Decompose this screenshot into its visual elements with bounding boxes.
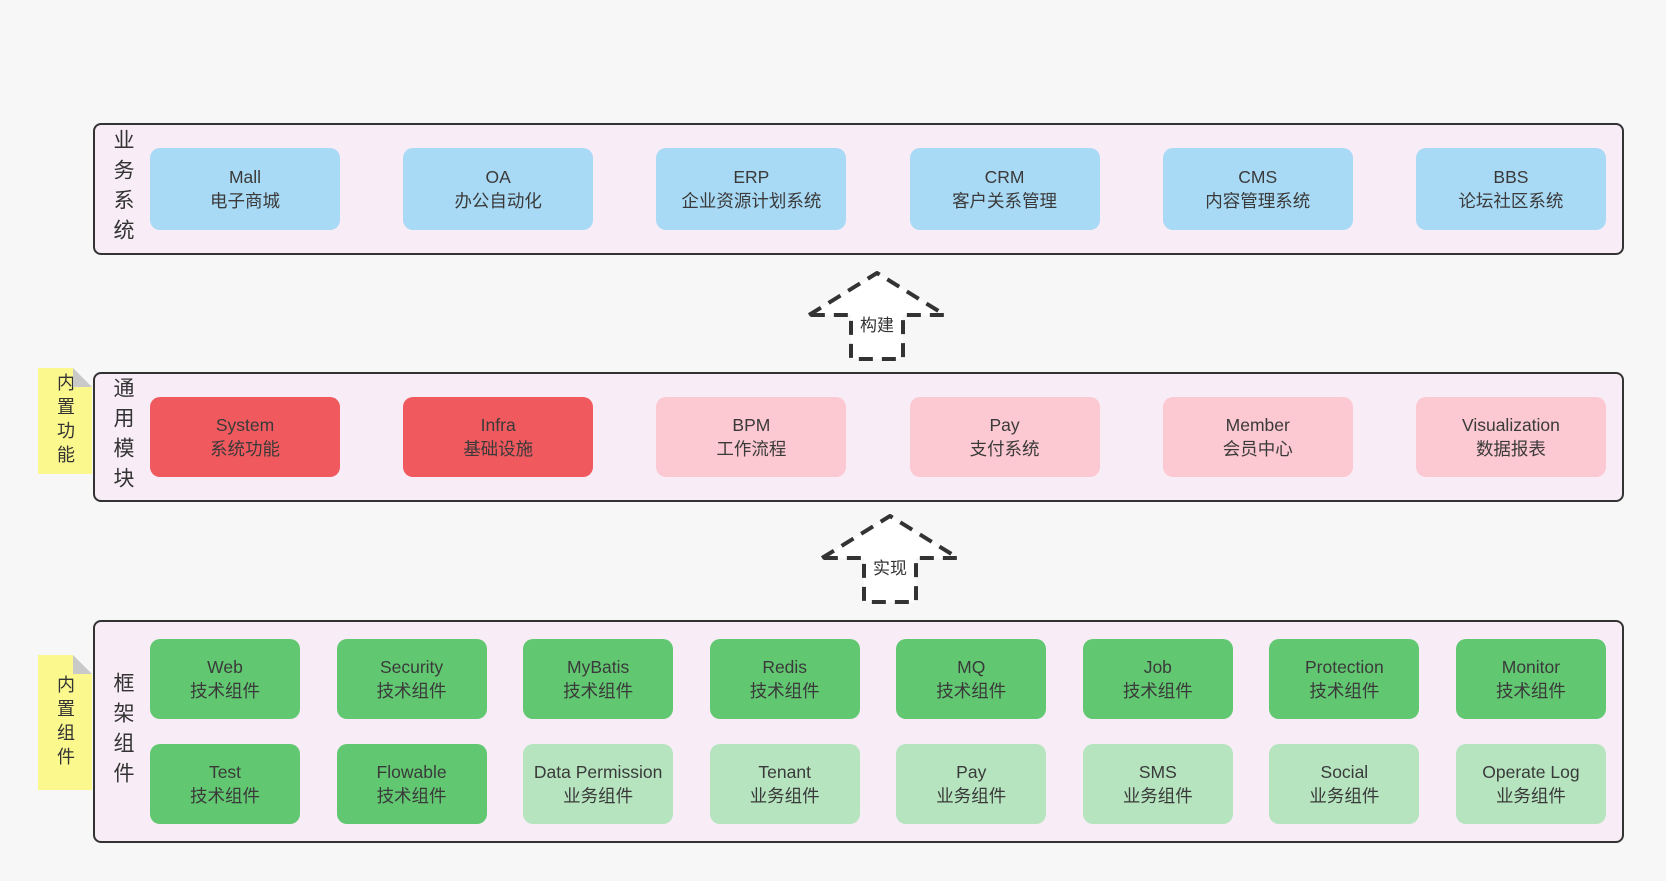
- band-label-column: 业务系统: [95, 125, 150, 253]
- box-redis: Redis 技术组件: [709, 639, 860, 719]
- box-web: Web 技术组件: [150, 639, 300, 719]
- components-row-1: Web 技术组件 Security 技术组件 MyBatis 技术组件 Redi…: [150, 639, 1606, 719]
- box-member: Member 会员中心: [1162, 397, 1353, 477]
- box-bbs: BBS 论坛社区系统: [1415, 148, 1606, 230]
- sticky-note-builtin-components: 内置组件: [38, 655, 92, 790]
- band-title: 框架组件: [111, 671, 134, 792]
- arrow-implement: 实现: [819, 510, 961, 606]
- band-label-column: 框架组件: [95, 622, 150, 841]
- band-business-systems: 业务系统 Mall 电子商城 OA 办公自动化 ERP 企业资源计划系统 CRM…: [93, 123, 1624, 255]
- box-mall: Mall 电子商城: [150, 148, 340, 230]
- band-boxes-row: System 系统功能 Infra 基础设施 BPM 工作流程 Pay 支付系统…: [150, 374, 1622, 500]
- box-test: Test 技术组件: [150, 744, 300, 824]
- box-bpm: BPM 工作流程: [656, 397, 847, 477]
- box-security: Security 技术组件: [336, 639, 487, 719]
- box-pay-module: Pay 支付系统: [909, 397, 1100, 477]
- box-infra: Infra 基础设施: [403, 397, 594, 477]
- band-label-column: 通用模块: [95, 374, 150, 500]
- box-social: Social 业务组件: [1269, 744, 1420, 824]
- band-title: 业务系统: [111, 129, 134, 249]
- arrow-label: 构建: [857, 311, 897, 336]
- box-job: Job 技术组件: [1082, 639, 1233, 719]
- box-operate-log: Operate Log 业务组件: [1455, 744, 1606, 824]
- box-mybatis: MyBatis 技术组件: [523, 639, 674, 719]
- band-common-modules: 通用模块 System 系统功能 Infra 基础设施 BPM 工作流程 Pay…: [93, 372, 1624, 502]
- components-row-2: Test 技术组件 Flowable 技术组件 Data Permission …: [150, 744, 1606, 824]
- box-sms: SMS 业务组件: [1082, 744, 1233, 824]
- sticky-note-builtin-features: 内置功能: [38, 368, 92, 474]
- band-title: 通用模块: [111, 377, 134, 497]
- box-oa: OA 办公自动化: [403, 148, 594, 230]
- box-erp: ERP 企业资源计划系统: [656, 148, 847, 230]
- box-monitor: Monitor 技术组件: [1455, 639, 1606, 719]
- band-framework-components: 框架组件 Web 技术组件 Security 技术组件 MyBatis 技术组件…: [93, 620, 1624, 843]
- box-tenant: Tenant 业务组件: [709, 744, 860, 824]
- box-system: System 系统功能: [150, 397, 340, 477]
- box-crm: CRM 客户关系管理: [909, 148, 1100, 230]
- arrow-label: 实现: [870, 554, 910, 579]
- box-visualization: Visualization 数据报表: [1415, 397, 1606, 477]
- band-boxes-row: Mall 电子商城 OA 办公自动化 ERP 企业资源计划系统 CRM 客户关系…: [150, 125, 1622, 253]
- arrow-build: 构建: [806, 267, 948, 363]
- box-flowable: Flowable 技术组件: [336, 744, 487, 824]
- sticky-fold-corner: [73, 368, 92, 387]
- box-cms: CMS 内容管理系统: [1162, 148, 1353, 230]
- box-mq: MQ 技术组件: [896, 639, 1047, 719]
- box-pay-component: Pay 业务组件: [896, 744, 1047, 824]
- band-boxes-grid: Web 技术组件 Security 技术组件 MyBatis 技术组件 Redi…: [150, 622, 1622, 841]
- box-data-permission: Data Permission 业务组件: [523, 744, 674, 824]
- box-protection: Protection 技术组件: [1269, 639, 1420, 719]
- sticky-note-label: 内置组件: [55, 674, 75, 771]
- sticky-fold-corner: [73, 655, 92, 674]
- sticky-note-label: 内置功能: [55, 373, 75, 469]
